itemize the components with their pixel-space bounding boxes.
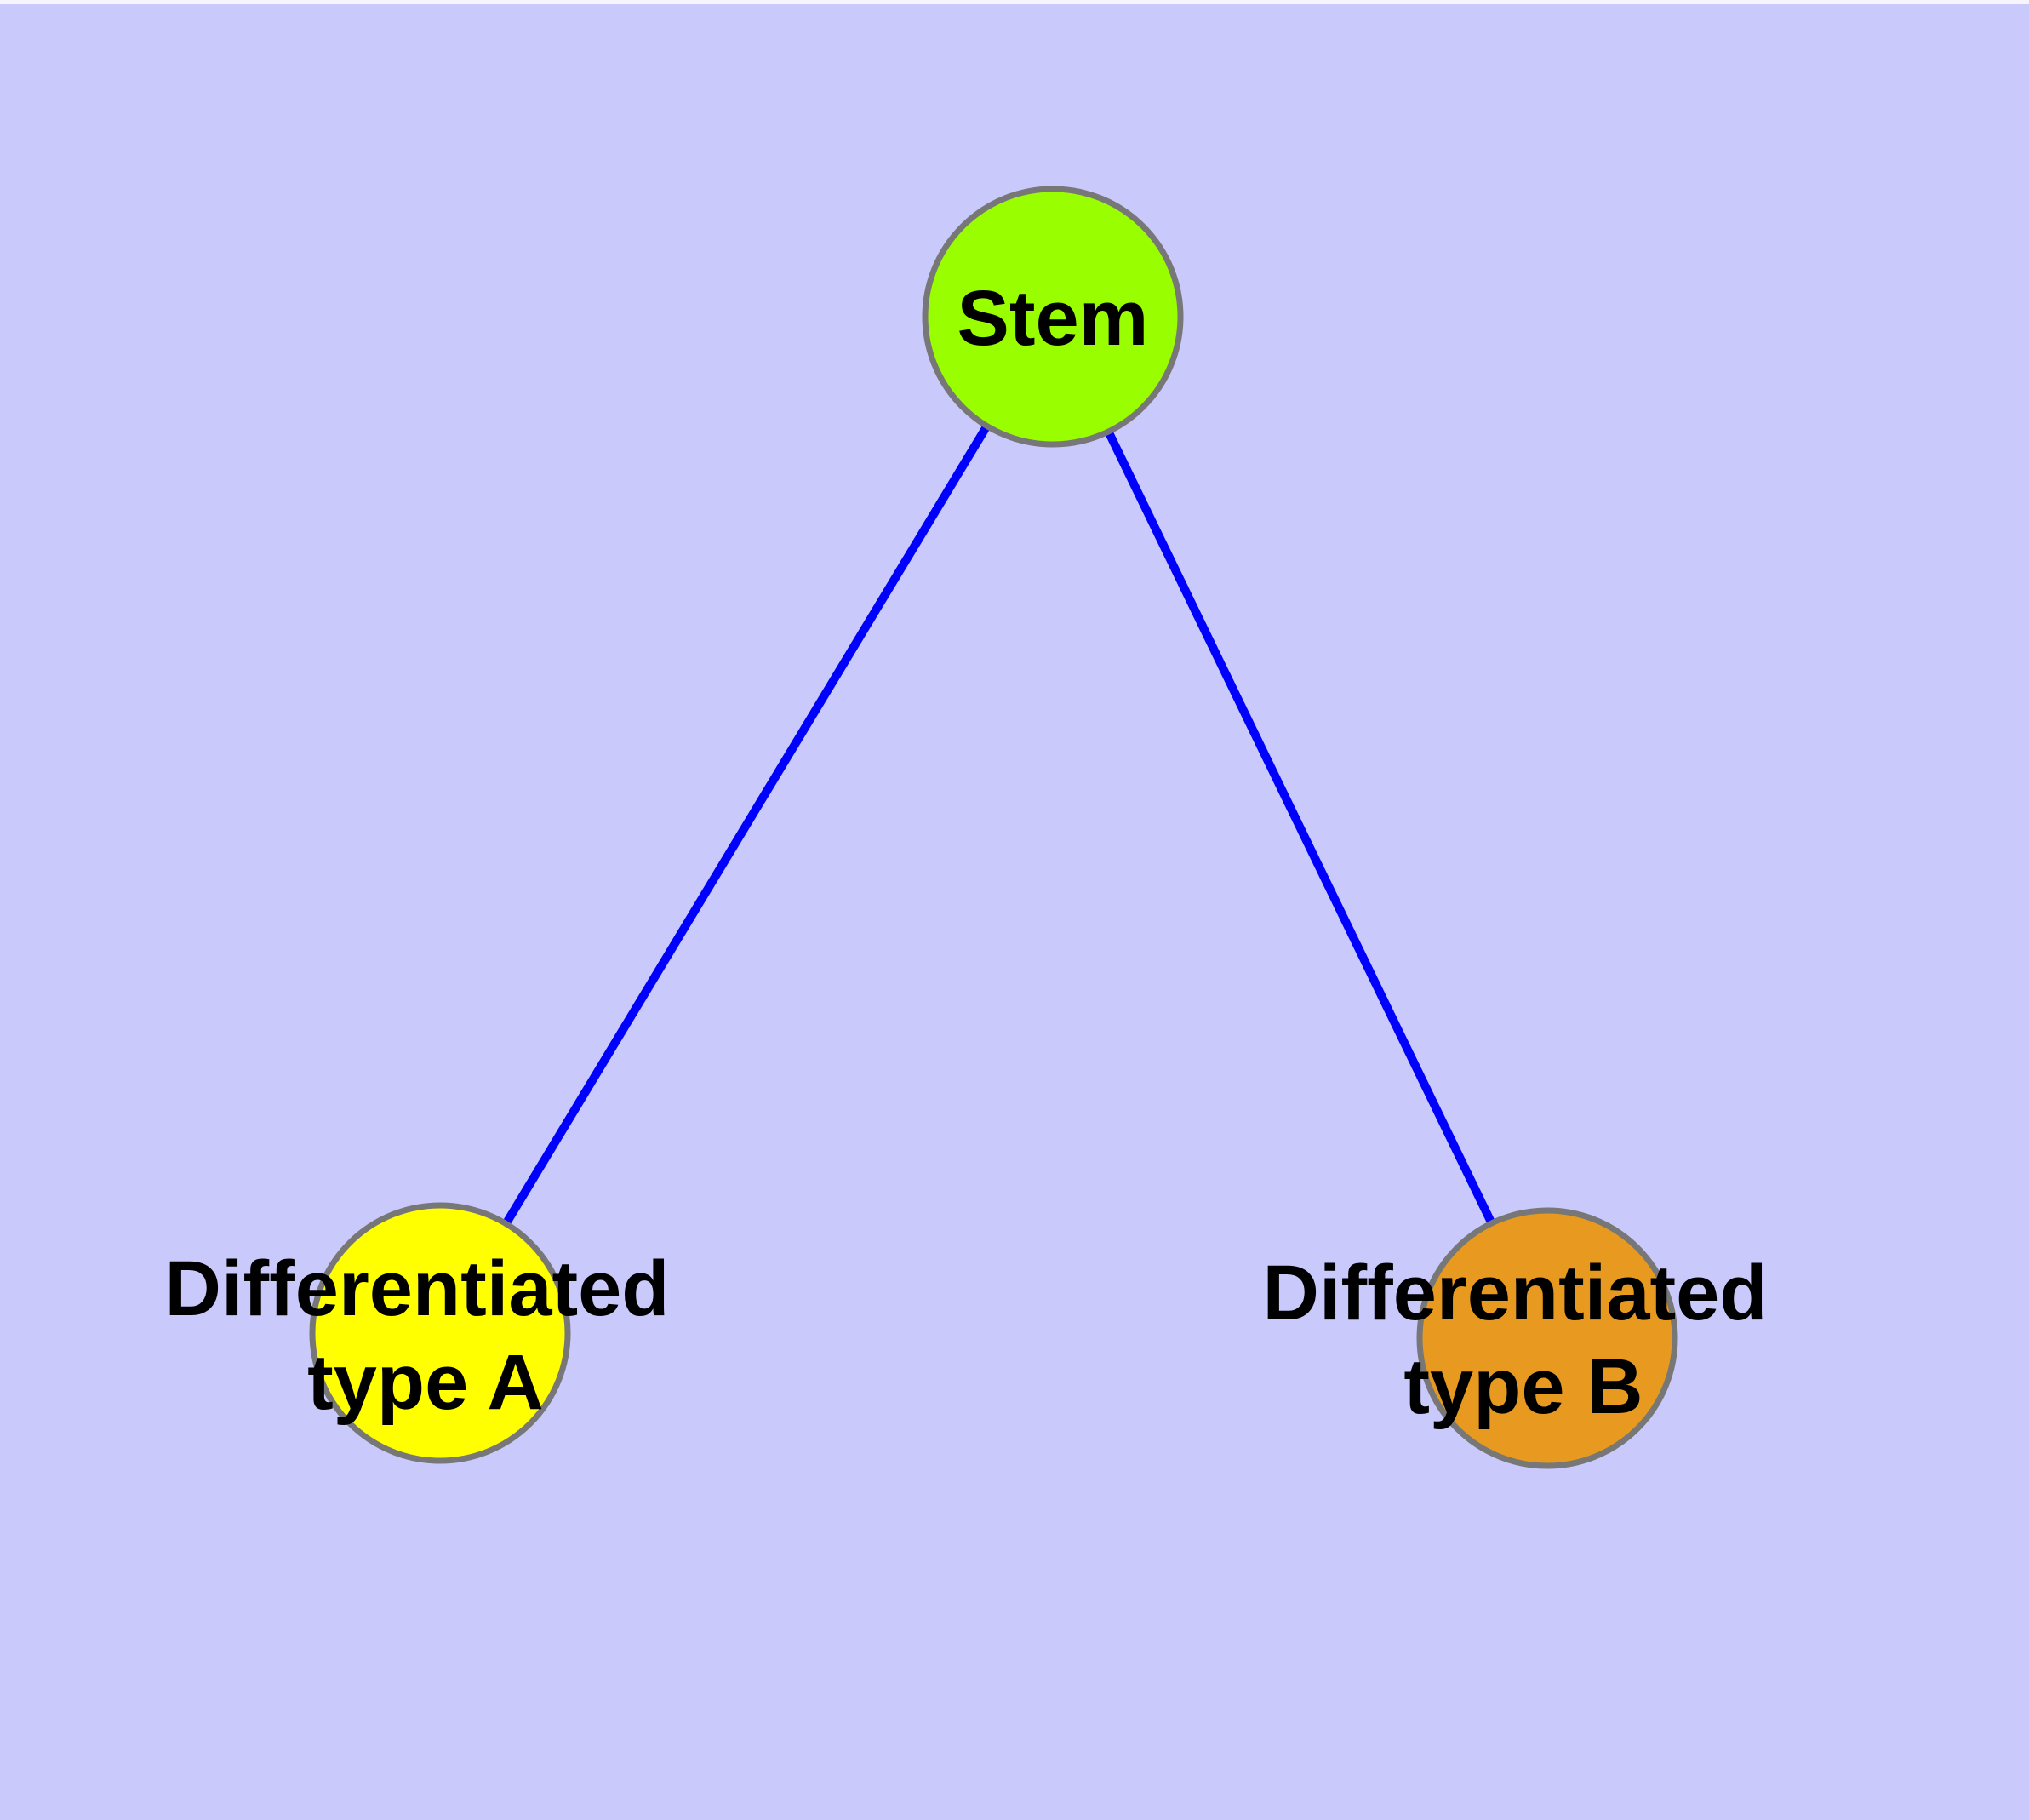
top-margin-strip xyxy=(0,0,2029,4)
type-b-node-circle xyxy=(1416,1207,1678,1469)
type-b-node-label-line2: type B xyxy=(1403,1343,1643,1430)
type-b-node-label-line1: Differentiated xyxy=(1263,1250,1768,1336)
edge-stem-to-type-a xyxy=(436,314,1057,1336)
edge-stem-to-type-b xyxy=(1049,314,1552,1341)
stem-node-circle xyxy=(922,186,1184,448)
type-a-node-circle xyxy=(309,1202,571,1464)
type-a-node-label-line1: Differentiated xyxy=(165,1245,670,1332)
type-a-node-label-line2: type A xyxy=(307,1339,544,1426)
stem-node-label: Stem xyxy=(957,275,1149,362)
